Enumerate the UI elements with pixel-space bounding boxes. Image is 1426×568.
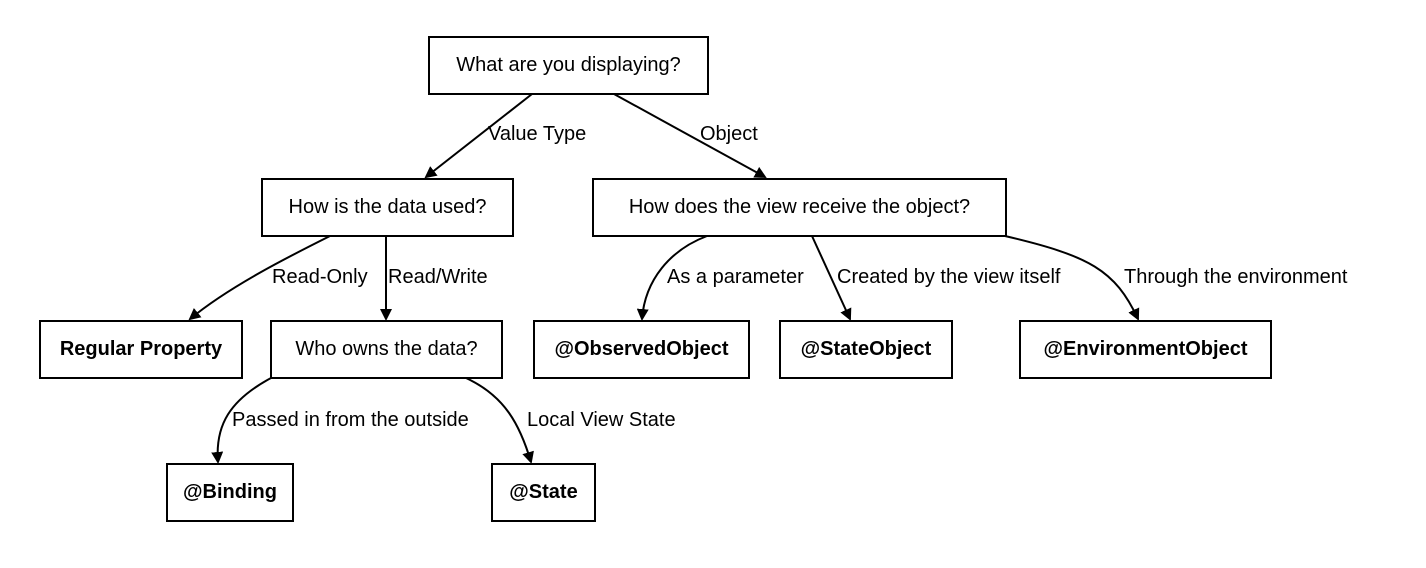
label-as-parameter: As a parameter — [667, 266, 804, 288]
edge-value-type — [424, 93, 533, 179]
edge-read-only — [188, 235, 331, 321]
label-object: Object — [700, 123, 758, 145]
label-through-environment: Through the environment — [1124, 266, 1348, 288]
edge-as-parameter — [636, 235, 708, 321]
label-local-view-state: Local View State — [527, 409, 676, 431]
node-binding: @Binding — [166, 463, 294, 522]
node-regular-property: Regular Property — [39, 320, 243, 379]
label-read-only: Read-Only — [272, 266, 368, 288]
node-what-displaying: What are you displaying? — [428, 36, 709, 95]
node-who-owns-data: Who owns the data? — [270, 320, 503, 379]
node-environment-object: @EnvironmentObject — [1019, 320, 1272, 379]
node-how-data-used: How is the data used? — [261, 178, 514, 237]
node-how-view-receive: How does the view receive the object? — [592, 178, 1007, 237]
label-passed-in-outside: Passed in from the outside — [232, 409, 469, 431]
label-created-by-view: Created by the view itself — [837, 266, 1061, 288]
edge-created-by-view — [811, 235, 852, 321]
label-read-write: Read/Write — [388, 266, 488, 288]
edge-local-view-state — [465, 377, 534, 464]
node-state: @State — [491, 463, 596, 522]
node-observed-object: @ObservedObject — [533, 320, 750, 379]
label-value-type: Value Type — [488, 123, 587, 145]
edge-passed-in-outside — [211, 377, 272, 464]
edge-object — [613, 93, 767, 178]
node-state-object: @StateObject — [779, 320, 953, 379]
edge-through-environment — [1004, 235, 1140, 321]
